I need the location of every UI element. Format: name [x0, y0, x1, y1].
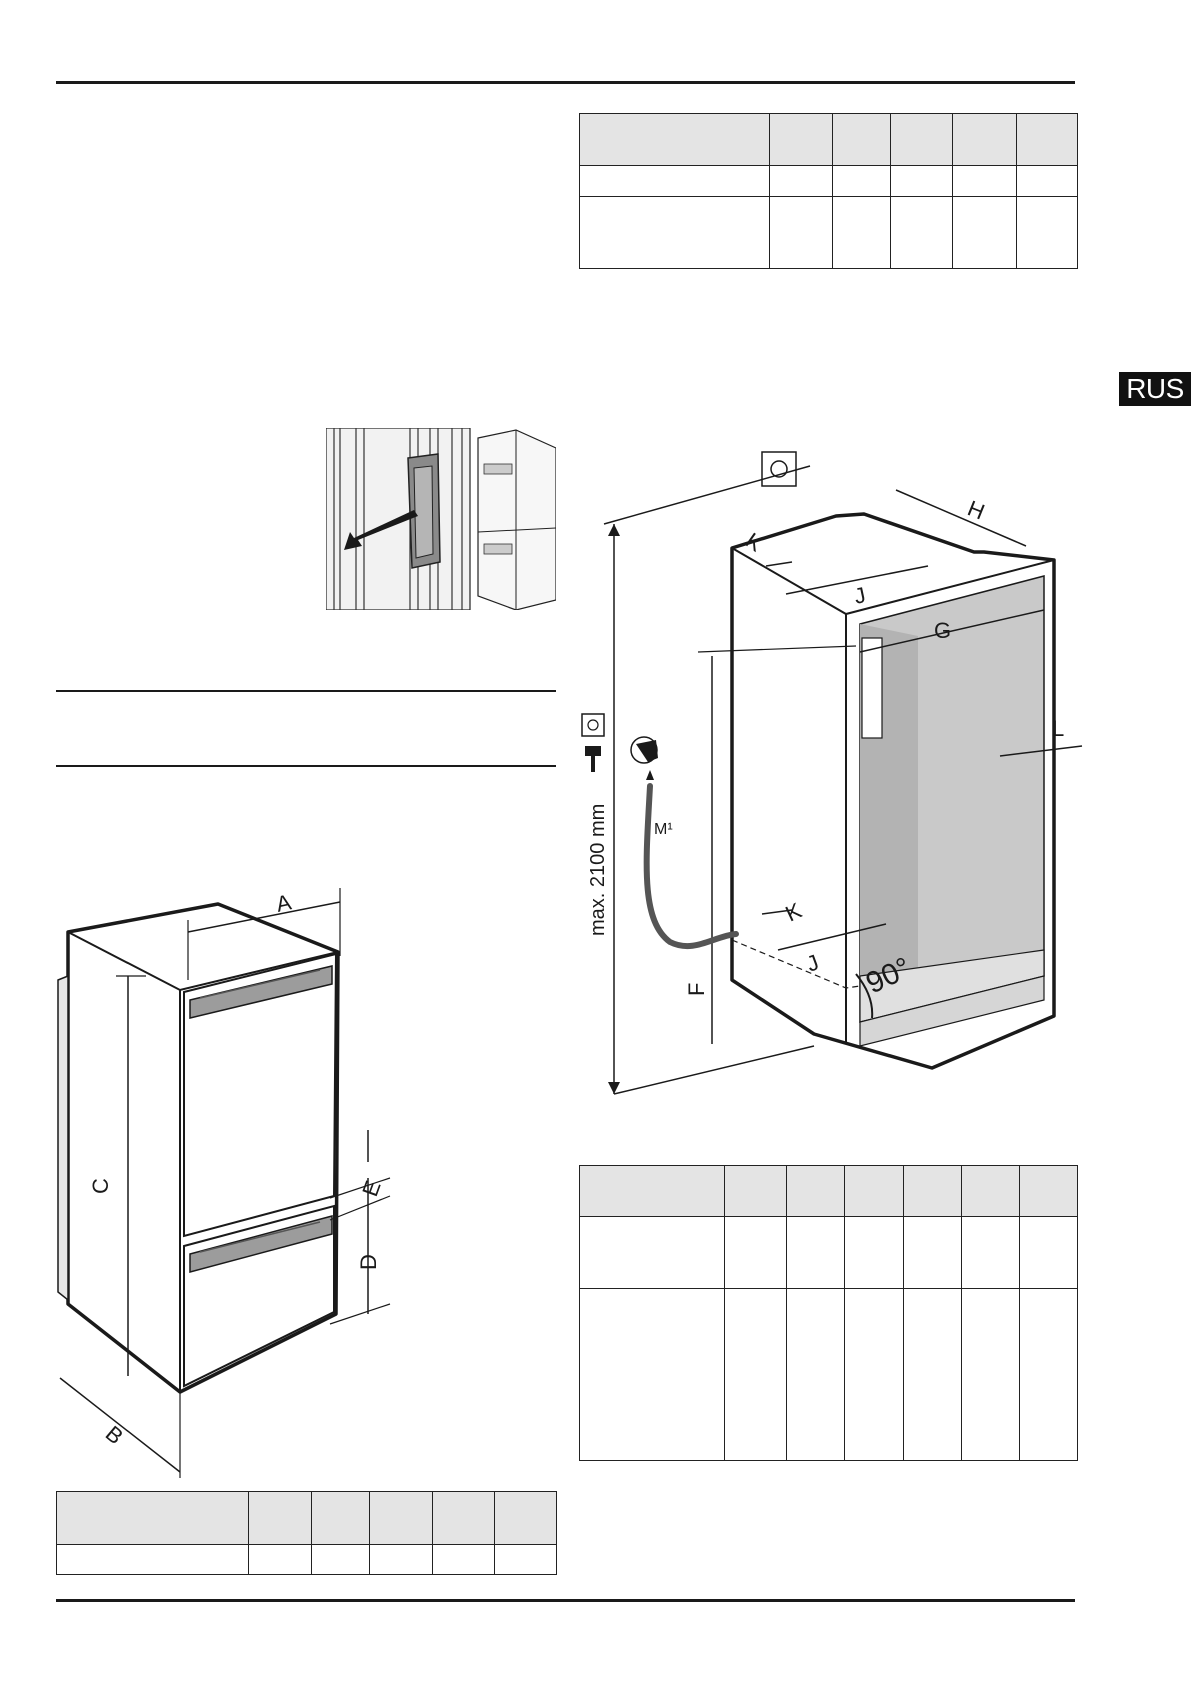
- left-section-rule-1: [56, 690, 556, 692]
- table-cell: [786, 1216, 845, 1289]
- table-cell: [579, 196, 770, 269]
- table-cell: [952, 113, 1017, 166]
- table-cell: [432, 1544, 495, 1575]
- table-cell: [724, 1165, 787, 1217]
- table-cell: [786, 1288, 845, 1461]
- table-cell: [832, 165, 891, 197]
- table-cell: [248, 1491, 312, 1545]
- top-right-table: [579, 113, 1078, 269]
- table-cell: [769, 196, 833, 269]
- table-cell: [494, 1491, 557, 1545]
- table-cell: [961, 1288, 1020, 1461]
- socket-icon: [581, 713, 605, 737]
- table-cell: [369, 1491, 433, 1545]
- table-cell: [369, 1544, 433, 1575]
- table-cell: [248, 1544, 312, 1575]
- bottom-left-table: [56, 1491, 557, 1575]
- table-cell: [844, 1216, 904, 1289]
- table-cell: [56, 1491, 249, 1545]
- table-cell: [952, 196, 1017, 269]
- table-cell: [724, 1216, 787, 1289]
- table-cell: [1016, 196, 1078, 269]
- table-cell: [579, 165, 770, 197]
- table-cell: [1019, 1216, 1078, 1289]
- dimension-label-a: A: [274, 889, 294, 917]
- dimension-label-g: G: [934, 618, 951, 643]
- table-cell: [890, 165, 953, 197]
- table-cell: [1016, 165, 1078, 197]
- table-cell: [961, 1165, 1020, 1217]
- table-cell: [432, 1491, 495, 1545]
- bottom-rule: [56, 1599, 1075, 1602]
- water-hose-label: M¹: [654, 821, 673, 838]
- water-tap-icon: [630, 736, 658, 780]
- table-cell: [903, 1288, 962, 1461]
- water-hose: [643, 783, 739, 950]
- table-cell: [1016, 113, 1078, 166]
- plug-icon: [585, 746, 601, 772]
- table-cell: [890, 113, 953, 166]
- table-cell: [1019, 1165, 1078, 1217]
- dimension-label-c: C: [88, 1178, 113, 1194]
- table-cell: [961, 1216, 1020, 1289]
- table-cell: [579, 1288, 725, 1461]
- dimension-label-d: D: [356, 1254, 381, 1270]
- table-cell: [724, 1288, 787, 1461]
- language-tab: RUS: [1119, 372, 1191, 406]
- table-cell: [903, 1165, 962, 1217]
- table-cell: [494, 1544, 557, 1575]
- table-cell: [579, 1165, 725, 1217]
- table-cell: [579, 1216, 725, 1289]
- dimension-label-l: L: [1052, 716, 1064, 741]
- table-cell: [832, 196, 891, 269]
- table-cell: [769, 113, 833, 166]
- table-cell: [903, 1216, 962, 1289]
- table-cell: [579, 113, 770, 166]
- installation-niche-diagram: max. 2100 mm G H J K F L K J 90° M¹: [581, 451, 1083, 1095]
- dimension-label-f: F: [684, 983, 709, 996]
- table-cell: [311, 1544, 370, 1575]
- left-section-rule-2: [56, 765, 556, 767]
- top-rule: [56, 81, 1075, 84]
- dimension-label-j-top: J: [852, 582, 868, 609]
- table-cell: [844, 1288, 904, 1461]
- max-height-label: max. 2100 mm: [587, 804, 609, 936]
- table-cell: [832, 113, 891, 166]
- table-cell: [769, 165, 833, 197]
- table-cell: [1019, 1288, 1078, 1461]
- table-cell: [786, 1165, 845, 1217]
- table-cell: [890, 196, 953, 269]
- appliance-dimension-diagram: A C D E B: [57, 888, 391, 1478]
- table-cell: [844, 1165, 904, 1217]
- table-cell: [952, 165, 1017, 197]
- table-cell: [311, 1491, 370, 1545]
- handle-removal-illustration: [326, 428, 556, 610]
- table-cell: [56, 1544, 249, 1575]
- bottom-right-table: [579, 1165, 1078, 1461]
- dimension-label-b: B: [101, 1421, 128, 1450]
